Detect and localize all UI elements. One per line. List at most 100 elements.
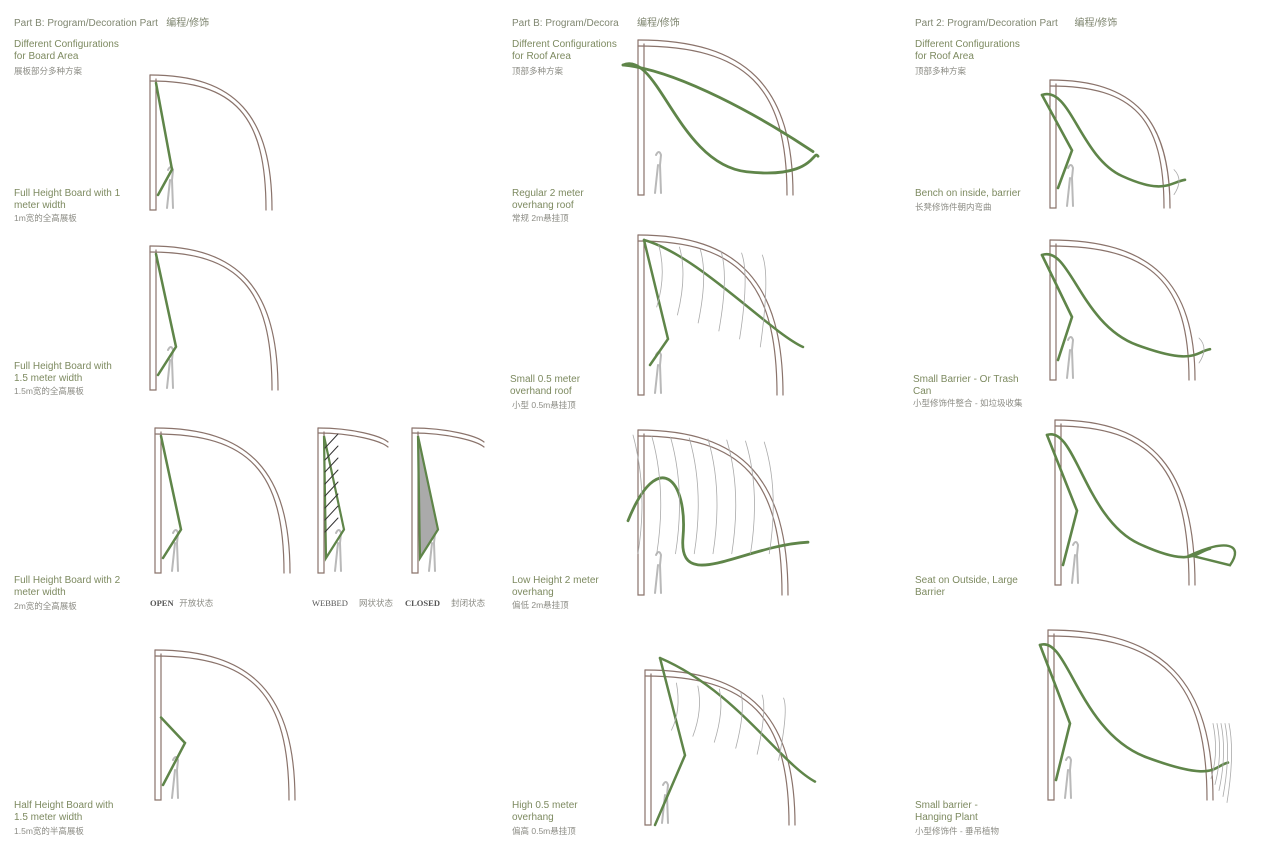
board-panel — [154, 81, 174, 197]
board-panel — [154, 252, 178, 377]
caption-zh: 2m宽的全高展板 — [14, 601, 77, 611]
frame-arch — [1049, 239, 1196, 381]
roof-rib — [651, 435, 662, 555]
roof-rib — [739, 252, 746, 340]
caption-zh: 1.5m宽的半高展板 — [14, 826, 84, 836]
roof-rib — [671, 682, 679, 731]
board-panel — [159, 716, 187, 787]
human-figure-icon — [661, 781, 670, 824]
caption-zh: 偏高 0.5m悬挂顶 — [512, 826, 576, 836]
board-panel — [159, 434, 183, 560]
roof-rib — [726, 439, 737, 555]
caption-zh: 小型修饰件 - 垂吊植物 — [915, 826, 1000, 836]
web-line — [324, 457, 339, 473]
frame-arch — [644, 675, 790, 826]
roof-rib — [763, 441, 774, 555]
frame-arch — [149, 80, 267, 211]
frame-arch — [149, 74, 273, 211]
barrier-band — [1040, 93, 1074, 190]
web-line — [324, 481, 339, 497]
col2-subtitle-zh: 顶部多种方案 — [512, 66, 564, 76]
web-line — [324, 445, 339, 461]
seat — [1186, 544, 1237, 567]
caption: Full Height Board with 1.5 meter width — [14, 361, 112, 384]
frame-arch — [637, 240, 778, 396]
col1-subtitle-zh: 展板部分多种方案 — [14, 66, 83, 76]
frame-post — [154, 427, 162, 574]
roof-rib — [656, 244, 663, 308]
frame-arch — [154, 655, 290, 801]
roof-rib — [697, 248, 705, 324]
frame-arch — [1054, 425, 1190, 586]
roof-rib — [745, 440, 755, 555]
frame-arch — [411, 432, 485, 448]
barrier-band — [1038, 643, 1072, 782]
frame-arch — [1054, 419, 1196, 586]
frame-post — [637, 234, 645, 396]
roof-rib — [677, 246, 684, 316]
human-figure-icon — [1066, 164, 1075, 207]
barrier-detail — [1173, 169, 1180, 195]
roof-band — [621, 62, 820, 175]
caption: Half Height Board with 1.5 meter width — [14, 800, 114, 823]
frame-arch — [411, 427, 485, 443]
frame-arch — [1047, 635, 1208, 801]
frame-arch — [637, 39, 794, 196]
col3-subtitle-zh: 顶部多种方案 — [915, 66, 967, 76]
barrier-band — [1040, 253, 1074, 362]
col1-subtitle: Different Configurations for Board Area — [14, 39, 119, 62]
hanging-plant — [1214, 723, 1220, 785]
roof-band — [653, 656, 687, 827]
roof-rib — [688, 437, 699, 555]
caption: High 0.5 meter overhang — [512, 800, 578, 823]
frame-post — [1049, 239, 1057, 381]
frame-post — [411, 427, 419, 574]
web-line — [324, 517, 339, 533]
frame-arch — [1047, 629, 1214, 801]
roof-rib — [735, 691, 743, 749]
roof-rib — [756, 694, 765, 755]
caption-zh: 1m宽的全高展板 — [14, 213, 77, 223]
caption-zh: 常规 2m悬挂顶 — [512, 213, 569, 223]
barrier-detail — [1198, 337, 1205, 364]
barrier-band — [1040, 252, 1212, 358]
frame-arch — [637, 45, 788, 196]
roof-band — [621, 63, 815, 153]
hanging-plant — [1226, 723, 1232, 803]
caption: Full Height Board with 2 meter width — [14, 575, 121, 598]
web-line — [324, 469, 339, 485]
col2-header: Part B: Program/Decora — [512, 18, 619, 29]
frame-arch — [317, 427, 389, 443]
roof-rib — [632, 434, 643, 555]
caption: Small 0.5 meter overhand roof — [510, 374, 581, 397]
web-line — [324, 493, 339, 509]
roof-rib — [713, 688, 722, 743]
roof-rib — [718, 250, 725, 332]
human-figure-icon — [1066, 336, 1075, 379]
frame-post — [1047, 629, 1055, 801]
roof-rib — [692, 685, 700, 737]
frame-post — [1054, 419, 1062, 586]
roof-rib — [778, 697, 786, 761]
caption: Regular 2 meter overhang roof — [512, 188, 584, 211]
caption-zh: 偏低 2m悬挂顶 — [512, 600, 569, 610]
col3-subtitle: Different Configurations for Roof Area — [915, 39, 1020, 62]
caption-zh: 1.5m宽的全高展板 — [14, 386, 84, 396]
frame-arch — [637, 435, 783, 596]
frame-arch — [637, 234, 784, 396]
col3-header: Part 2: Program/Decoration Part 编程/修饰 — [915, 18, 1118, 29]
roof-band — [642, 238, 670, 367]
human-figure-icon — [1064, 756, 1073, 799]
col2-subtitle: Different Configurations for Roof Area — [512, 39, 617, 62]
caption: Small barrier - Hanging Plant — [915, 800, 978, 823]
board-panel — [322, 435, 346, 562]
frame-arch — [317, 432, 389, 448]
state-open: OPEN 开放状态 — [150, 598, 214, 608]
frame-arch — [154, 649, 296, 801]
frame-arch — [1049, 79, 1171, 209]
web-line — [324, 433, 339, 449]
frame-post — [149, 74, 157, 211]
col1-header: Part B: Program/Decoration Part 编程/修饰 — [14, 18, 210, 29]
